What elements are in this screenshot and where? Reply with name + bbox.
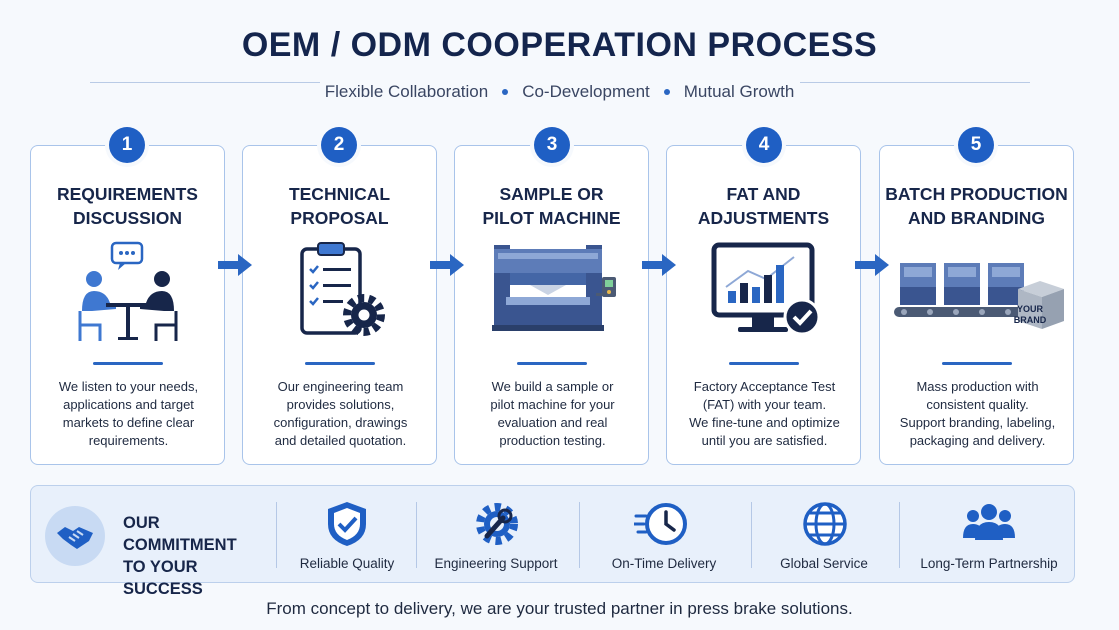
step-description: We build a sample or pilot machine for y… <box>490 379 615 448</box>
subtitle-item: Co-Development <box>522 82 650 101</box>
step-badge-3: 3 <box>534 127 570 163</box>
card-divider <box>942 362 1012 365</box>
subtitle-item: Mutual Growth <box>683 82 795 101</box>
step-card-5: BATCH PRODUCTION AND BRANDING YOUR BRAND… <box>879 145 1074 465</box>
meeting-discussion-icon <box>78 241 178 341</box>
subtitle-divider-right <box>800 82 1030 83</box>
your-brand-box-label: YOUR BRAND <box>1013 304 1047 325</box>
arrow-right-icon <box>642 254 676 276</box>
commitment-reliable-quality: Reliable Quality <box>267 498 427 578</box>
commitment-title: OUR COMMITMENT TO YOUR SUCCESS <box>123 514 237 598</box>
card-divider <box>729 362 799 365</box>
footer-tagline: From concept to delivery, we are your tr… <box>266 599 853 618</box>
card-divider <box>517 362 587 365</box>
card-divider <box>93 362 163 365</box>
separator <box>276 502 277 568</box>
step-card-1: REQUIREMENTS DISCUSSION We listen to you… <box>30 145 225 465</box>
step-description: Factory Acceptance Test (FAT) with your … <box>689 379 840 448</box>
production-line-icon <box>894 263 1064 329</box>
separator <box>899 502 900 568</box>
step-title: SAMPLE OR PILOT MACHINE <box>482 184 621 228</box>
commitment-on-time-delivery: On-Time Delivery <box>584 498 744 578</box>
page-title: OEM / ODM COOPERATION PROCESS <box>241 26 878 64</box>
subtitle-item: Flexible Collaboration <box>324 82 489 101</box>
monitor-chart-check-icon <box>711 242 821 336</box>
shield-check-icon <box>328 502 366 546</box>
arrow-right-icon <box>430 254 464 276</box>
subtitle-divider-left <box>90 82 320 83</box>
globe-icon <box>803 502 847 546</box>
press-brake-machine-icon <box>492 245 616 331</box>
gear-wrench-icon <box>476 503 518 545</box>
arrow-right-icon <box>855 254 889 276</box>
commitment-engineering-support: Engineering Support <box>416 498 576 578</box>
subtitle-bar: Flexible Collaboration Co-Development Mu… <box>0 80 1119 104</box>
step-description: Our engineering team provides solutions,… <box>273 379 408 448</box>
step-title: REQUIREMENTS DISCUSSION <box>57 184 198 228</box>
step-title: TECHNICAL PROPOSAL <box>288 184 391 228</box>
arrow-right-icon <box>218 254 252 276</box>
team-icon <box>963 504 1015 540</box>
commitment-long-term-partnership: Long-Term Partnership <box>909 498 1069 578</box>
step-card-4: FAT AND ADJUSTMENTS Factory Acceptance T… <box>666 145 861 465</box>
handshake-icon <box>45 506 105 566</box>
separator <box>416 502 417 568</box>
separator <box>751 502 752 568</box>
step-description: Mass production with consistent quality.… <box>899 379 1056 448</box>
step-badge-5: 5 <box>958 127 994 163</box>
separator <box>579 502 580 568</box>
step-card-2: TECHNICAL PROPOSAL Our engineering team … <box>242 145 437 465</box>
step-title: FAT AND ADJUSTMENTS <box>697 184 830 228</box>
bullet-dot <box>502 89 509 95</box>
step-badge-1: 1 <box>109 127 145 163</box>
card-divider <box>305 362 375 365</box>
bullet-dot <box>663 89 670 95</box>
subtitle: Flexible Collaboration Co-Development Mu… <box>325 82 795 102</box>
step-title: BATCH PRODUCTION AND BRANDING <box>885 184 1068 228</box>
commitment-bar: OUR COMMITMENT TO YOUR SUCCESS Reliable … <box>30 485 1075 598</box>
step-badge-4: 4 <box>746 127 782 163</box>
step-description: We listen to your needs, applications an… <box>58 379 199 448</box>
fast-clock-icon <box>634 503 687 545</box>
clipboard-gear-icon <box>300 242 385 336</box>
step-card-3: SAMPLE OR PILOT MACHINE We build a sampl… <box>454 145 649 465</box>
step-badge-2: 2 <box>321 127 357 163</box>
commitment-global-service: Global Service <box>744 498 904 578</box>
